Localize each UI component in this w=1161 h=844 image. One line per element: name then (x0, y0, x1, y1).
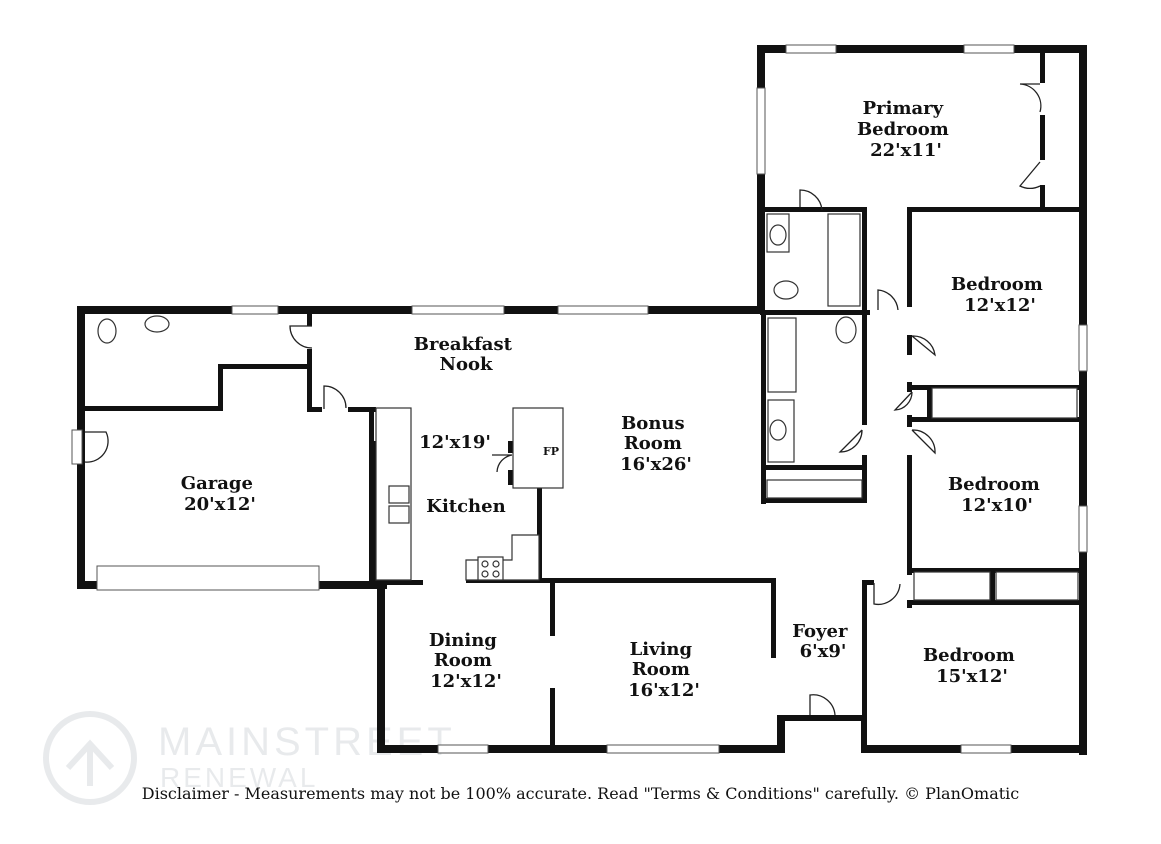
room-label-bedroom-2: Bedroom 12'x10' (948, 474, 1046, 516)
bathtub-icon (767, 317, 797, 393)
room-label-foyer: Foyer 6'x9' (792, 621, 853, 662)
brand-watermark: MAINSTREET RENEWAL (38, 706, 458, 810)
stove-icon (477, 556, 504, 581)
room-label-bonus: Bonus Room 16'x26' (620, 413, 692, 475)
toilet-icon (835, 316, 857, 344)
toilet-icon (773, 280, 799, 300)
room-label-kitchen: Kitchen (426, 496, 505, 517)
room-label-kitchen-dim: 12'x19' (419, 432, 491, 453)
closet (995, 571, 1079, 601)
room-label-bedroom-1: Bedroom 12'x12' (951, 274, 1049, 316)
fireplace-label: FP (543, 445, 559, 458)
fixtures (97, 213, 1079, 753)
disclaimer-text: Disclaimer - Measurements may not be 100… (141, 784, 1020, 803)
floor-plan: Primary Bedroom 22'x11' Bedroom 12'x12' … (71, 44, 1088, 755)
closet (766, 479, 863, 499)
room-label-living: Living Room 16'x12' (628, 639, 700, 701)
fireplace (512, 407, 564, 489)
sink-icon (388, 485, 410, 504)
sink-icon (144, 315, 170, 333)
windows (71, 44, 1088, 754)
room-label-breakfast-nook: Breakfast Nook (414, 334, 518, 375)
room-label-garage: Garage 20'x12' (181, 473, 260, 515)
room-label-dining: Dining Room 12'x12' (429, 630, 503, 692)
door-swings (84, 83, 1042, 716)
toilet-icon (97, 318, 117, 344)
brand-logo-icon (43, 711, 137, 805)
room-label-bedroom-3: Bedroom 15'x12' (923, 645, 1021, 687)
closet (913, 571, 991, 601)
bathtub-icon (827, 213, 861, 307)
watermark-name: MAINSTREET (158, 720, 456, 764)
room-labels: Primary Bedroom 22'x11' Bedroom 12'x12' … (181, 98, 1049, 701)
room-label-primary: Primary Bedroom 22'x11' (857, 98, 955, 161)
watermark-subtitle: RENEWAL (160, 762, 319, 793)
closet (931, 387, 1078, 419)
